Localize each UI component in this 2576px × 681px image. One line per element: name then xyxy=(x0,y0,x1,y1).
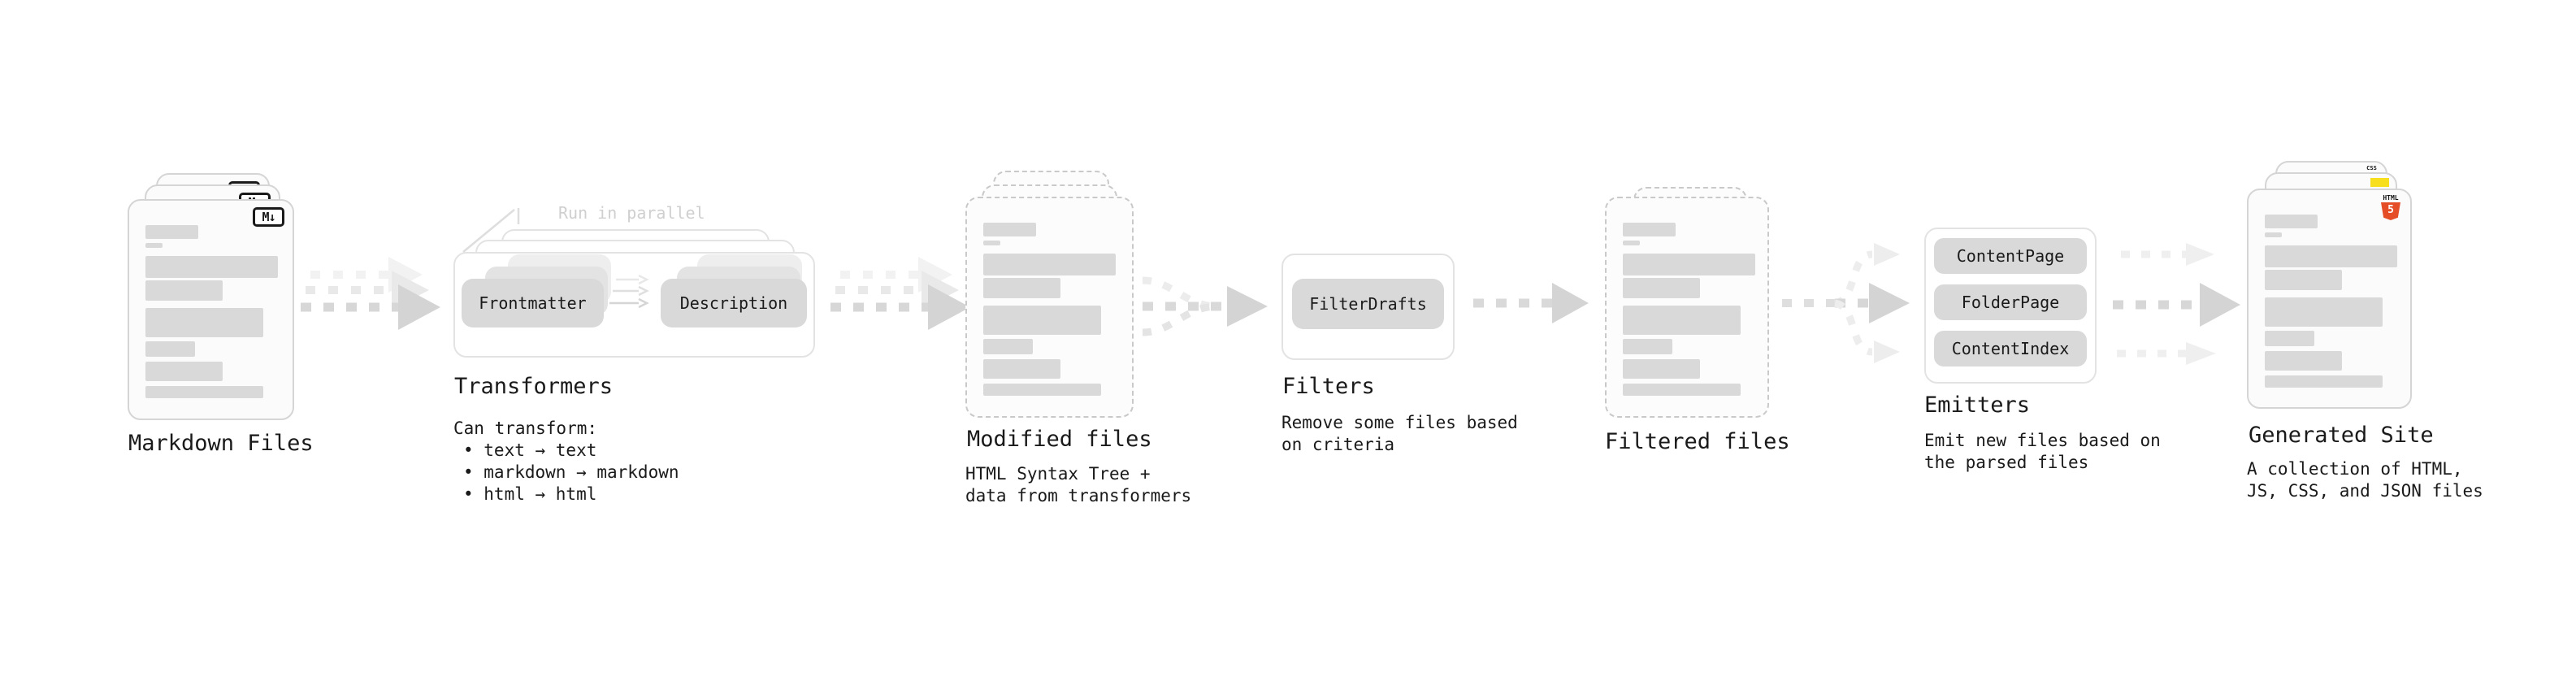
stage-title-modified-files: Modified files xyxy=(967,427,1152,452)
doc-text-line xyxy=(983,384,1101,396)
modified-file-card-front xyxy=(965,197,1134,418)
emitters-description-line: Emit new files based on xyxy=(1924,431,2161,450)
doc-text-line xyxy=(2265,270,2342,290)
doc-text-line xyxy=(1623,359,1700,379)
doc-text-line xyxy=(145,256,278,278)
stage-title-markdown-files: Markdown Files xyxy=(128,431,314,456)
folderpage-node: FolderPage xyxy=(1934,284,2087,320)
doc-text-line xyxy=(983,278,1060,298)
markdown-icon: M↓ xyxy=(253,207,284,227)
generated-site-description-line: A collection of HTML, xyxy=(2247,459,2463,479)
stage-title-filtered-files: Filtered files xyxy=(1605,429,1790,454)
doc-text-line xyxy=(145,243,163,248)
filterdrafts-node: FilterDrafts xyxy=(1292,279,1444,329)
doc-text-line xyxy=(145,341,195,357)
doc-text-line xyxy=(983,359,1060,379)
frontmatter-node: Frontmatter xyxy=(462,279,604,327)
html5-icon-word: HTML xyxy=(2383,194,2399,202)
flow-arrow-filters-to-filtered xyxy=(1473,283,1589,323)
doc-text-line xyxy=(983,223,1036,236)
doc-text-line xyxy=(2265,232,2282,237)
css-icon-label: CSS xyxy=(2366,165,2377,171)
modified-files-description-line: data from transformers xyxy=(965,486,1192,505)
doc-text-line xyxy=(2265,297,2383,327)
doc-text-line xyxy=(983,306,1101,335)
generated-file-card-html: HTML 5 xyxy=(2247,189,2412,409)
filters-description-line: on criteria xyxy=(1281,435,1395,454)
html5-icon: HTML 5 xyxy=(2381,194,2400,220)
doc-text-line xyxy=(2265,351,2342,371)
stage-title-generated-site: Generated Site xyxy=(2249,423,2434,448)
doc-text-line xyxy=(2265,375,2383,388)
doc-text-line xyxy=(1623,306,1741,335)
contentindex-node: ContentIndex xyxy=(1934,331,2087,367)
modified-files-description-line: HTML Syntax Tree + xyxy=(965,464,1151,484)
filters-description-line: Remove some files based xyxy=(1281,413,1518,432)
flow-arrow-emitters-to-generated xyxy=(2113,243,2240,365)
document-content-placeholder xyxy=(1607,198,1767,416)
stage-title-emitters: Emitters xyxy=(1924,393,2031,418)
transformers-description-heading: Can transform: xyxy=(453,419,598,438)
generated-site-description-line: JS, CSS, and JSON files xyxy=(2247,481,2483,501)
parallel-transform-arrows xyxy=(609,274,649,309)
js-file-icon xyxy=(2370,178,2389,187)
doc-text-line xyxy=(145,280,223,301)
annotation-leader-line xyxy=(462,208,520,253)
transformers-bullet: • html → html xyxy=(463,484,597,504)
doc-text-line xyxy=(145,308,263,337)
doc-text-line xyxy=(2265,215,2318,228)
flow-arrow-modified-to-filters xyxy=(1142,276,1268,336)
filtered-file-card-front xyxy=(1605,197,1769,418)
doc-text-line xyxy=(2265,331,2314,346)
document-content-placeholder xyxy=(129,201,293,419)
document-content-placeholder xyxy=(2249,190,2410,407)
doc-text-line xyxy=(983,339,1033,354)
doc-text-line xyxy=(1623,241,1640,245)
flow-arrow-filtered-to-emitters xyxy=(1782,243,1910,363)
emitters-description-line: the parsed files xyxy=(1924,453,2089,472)
doc-text-line xyxy=(983,241,1000,245)
document-content-placeholder xyxy=(967,198,1132,416)
doc-text-line xyxy=(145,386,263,398)
run-in-parallel-annotation: Run in parallel xyxy=(558,203,705,223)
transformers-bullet: • markdown → markdown xyxy=(463,462,679,482)
stage-title-filters: Filters xyxy=(1282,374,1375,399)
doc-text-line xyxy=(1623,384,1741,396)
doc-text-line xyxy=(1623,223,1676,236)
doc-text-line xyxy=(983,254,1116,275)
doc-text-line xyxy=(1623,278,1700,298)
markdown-icon-glyph: M↓ xyxy=(262,210,275,224)
markdown-file-card-front: M↓ xyxy=(128,199,294,420)
flow-arrow-markdown-to-transformers xyxy=(301,257,440,330)
doc-text-line xyxy=(145,362,223,381)
doc-text-line xyxy=(145,225,198,239)
description-node: Description xyxy=(661,279,807,327)
html5-icon-number: 5 xyxy=(2387,204,2394,216)
doc-text-line xyxy=(1623,254,1755,275)
doc-text-line xyxy=(2265,245,2397,267)
contentpage-node: ContentPage xyxy=(1934,238,2087,274)
flow-arrow-transformers-to-modified xyxy=(830,257,970,330)
stage-title-transformers: Transformers xyxy=(454,374,614,399)
transformers-bullet: • text → text xyxy=(463,440,597,460)
doc-text-line xyxy=(1623,339,1672,354)
html5-icon-shield: 5 xyxy=(2381,202,2400,220)
